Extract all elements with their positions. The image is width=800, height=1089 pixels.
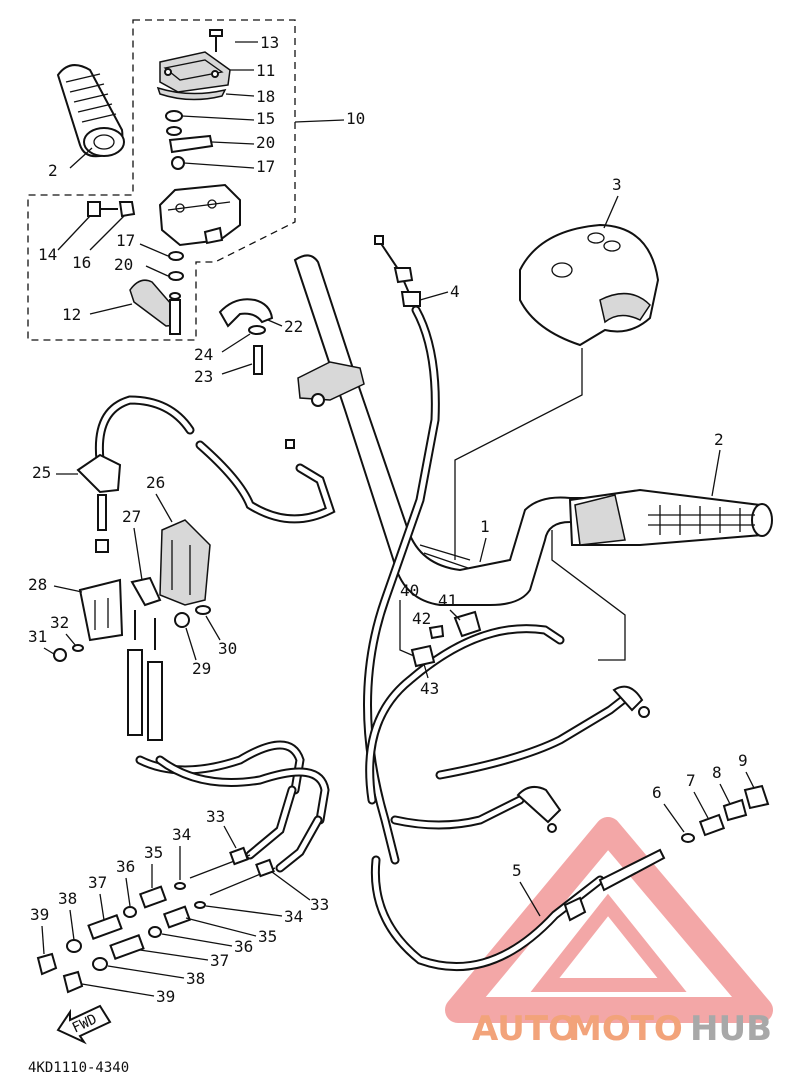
label-15: 15: [256, 109, 275, 128]
left-grip: [56, 64, 125, 158]
watermark-hub: HUB: [690, 1009, 772, 1049]
label-11: 11: [256, 61, 275, 80]
fwd-arrow: FWD: [56, 1004, 112, 1045]
label-38-bottom: 38: [186, 969, 205, 988]
label-6: 6: [652, 783, 662, 802]
bracket-parts: [53, 519, 211, 662]
watermark-auto: AUTO: [472, 1009, 577, 1049]
watermark-moto: MOTO: [568, 1009, 683, 1049]
right-grip: [568, 488, 773, 546]
label-25: 25: [32, 463, 51, 482]
label-28: 28: [28, 575, 47, 594]
label-12: 12: [62, 305, 81, 324]
label-34-top: 34: [172, 825, 191, 844]
left-cable: [76, 395, 336, 553]
watermark-text: AUTO MOTO HUB: [472, 1009, 772, 1049]
adjuster-parts: [36, 846, 276, 994]
switch-housing: [158, 183, 241, 247]
label-16: 16: [72, 253, 91, 272]
washer-17: [168, 251, 184, 261]
label-20: 20: [114, 255, 133, 274]
leader-line: [551, 530, 626, 661]
diagram-code: 4KD1110-4340: [28, 1060, 129, 1076]
label-18: 17: [256, 157, 275, 176]
throttle-lever: [129, 279, 181, 335]
label-38-top: 38: [58, 889, 77, 908]
label-1: 1: [480, 517, 490, 536]
label-34-bottom: 34: [284, 907, 303, 926]
label-39-bottom: 39: [156, 987, 175, 1006]
label-33-top: 33: [206, 807, 225, 826]
label-40: 40: [400, 581, 419, 600]
label-30: 30: [218, 639, 237, 658]
label-9: 9: [738, 751, 748, 770]
label-14: 14: [38, 245, 57, 264]
leader-line: [454, 348, 583, 560]
label-31: 31: [28, 627, 47, 646]
cable-5: [370, 848, 666, 971]
label-2-left: 2: [48, 161, 58, 180]
label-13: 13: [260, 33, 279, 52]
part-labels: 13 11 18 10 15 20 17 2 14 16 17 20 12 22…: [28, 33, 755, 1006]
label-35-top: 35: [144, 843, 163, 862]
label-32: 32: [50, 613, 69, 632]
label-37-top: 37: [88, 873, 107, 892]
watermark-logo: [445, 817, 773, 1023]
washer-20: [168, 271, 184, 281]
label-10: 10: [346, 109, 365, 128]
label-36-top: 36: [116, 857, 135, 876]
label-19: 18: [256, 87, 275, 106]
label-23: 23: [194, 367, 213, 386]
label-39-top: 39: [30, 905, 49, 924]
switch-assembly-dashed-box: [27, 19, 296, 341]
lower-cables: [127, 610, 330, 873]
label-41: 41: [438, 591, 457, 610]
label-36-bottom: 36: [234, 937, 253, 956]
label-37-bottom: 37: [210, 951, 229, 970]
cable-right-loop: [365, 624, 650, 833]
label-21: 20: [256, 133, 275, 152]
clamp-parts: [218, 298, 274, 375]
right-adjuster-parts: [681, 784, 770, 843]
label-33-bottom: 33: [310, 895, 329, 914]
label-17: 17: [116, 231, 135, 250]
label-29: 29: [192, 659, 211, 678]
label-4: 4: [450, 282, 460, 301]
label-24: 24: [194, 345, 213, 364]
label-5: 5: [512, 861, 522, 880]
label-8: 8: [712, 763, 722, 782]
label-26: 26: [146, 473, 165, 492]
label-43: 43: [420, 679, 439, 698]
cable-4: [363, 235, 440, 865]
right-switch-housing: [519, 223, 660, 347]
label-22: 22: [284, 317, 303, 336]
label-42: 42: [412, 609, 431, 628]
label-3: 3: [612, 175, 622, 194]
bolt-and-nut: [87, 201, 136, 218]
label-35-bottom: 35: [258, 927, 277, 946]
switch-small-parts: [165, 110, 214, 170]
switch-cover: [156, 29, 231, 101]
label-7: 7: [686, 771, 696, 790]
label-27: 27: [122, 507, 141, 526]
label-2-right: 2: [714, 430, 724, 449]
sensor-parts: [399, 600, 482, 668]
